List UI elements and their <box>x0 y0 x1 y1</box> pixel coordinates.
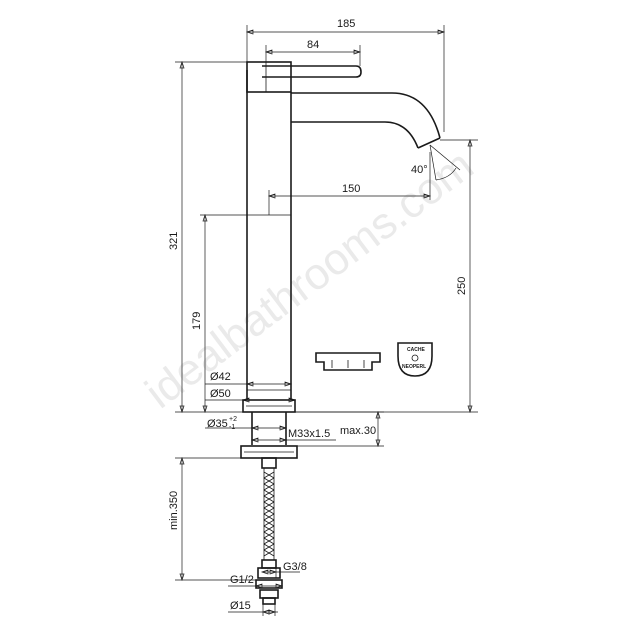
neoperl-brand-label: NEOPERL <box>402 364 426 370</box>
dimension-overall-width: 185 <box>245 18 446 132</box>
overall-height-label: 321 <box>168 232 180 250</box>
dimension-base-diameter: Ø50 <box>205 388 297 403</box>
hole-diameter-label: Ø35 <box>207 418 228 430</box>
supply-connection-label: G1/2 <box>230 574 254 586</box>
dimension-lever: 84 <box>264 39 362 66</box>
dimension-min-hose: min.350 <box>168 456 256 582</box>
dimension-body-height: 179 <box>191 213 247 414</box>
dimension-hose-connection: G3/8 <box>260 561 307 578</box>
min-hose-label: min.350 <box>168 491 180 530</box>
dimension-supply-connection: G1/2 <box>228 574 284 589</box>
dimension-spout-angle: 40° <box>411 144 461 181</box>
neoperl-small-label: CACHE <box>407 347 425 353</box>
spout-reach-label: 150 <box>342 183 360 195</box>
watermark: idealbathrooms.com <box>137 140 483 418</box>
lever-length-label: 84 <box>307 39 319 51</box>
base-diameter-label: Ø50 <box>210 388 231 400</box>
dimension-max-deck: max.30 <box>291 410 384 448</box>
shank-thread-label: M33x1.5 <box>288 428 330 440</box>
dimension-supply-diameter: Ø15 <box>228 600 278 616</box>
dimension-overall-height: 321 <box>168 60 247 414</box>
neoperl-aerator: CACHE NEOPERL <box>397 342 433 377</box>
overall-width-label: 185 <box>337 18 355 30</box>
dimension-spout-reach: 150 <box>267 152 432 215</box>
body-height-label: 179 <box>191 312 203 330</box>
dimension-hole-diameter: Ø35 +2 -1 <box>205 416 288 432</box>
flexible-hose <box>255 468 283 605</box>
supply-diameter-label: Ø15 <box>230 600 251 612</box>
hose-connection-label: G3/8 <box>283 561 307 573</box>
dimension-outlet-height: 250 <box>295 138 478 414</box>
spout <box>291 92 441 149</box>
dimension-shank-thread: M33x1.5 <box>250 428 336 443</box>
hole-tolerance-plus: +2 <box>229 416 237 423</box>
body-diameter-label: Ø42 <box>210 371 231 383</box>
aerator-part <box>315 352 381 371</box>
max-deck-label: max.30 <box>340 425 376 437</box>
hole-tolerance-minus: -1 <box>229 424 235 431</box>
outlet-height-label: 250 <box>456 277 468 295</box>
spout-angle-label: 40° <box>411 164 428 176</box>
dimension-body-diameter: Ø42 <box>205 371 293 387</box>
